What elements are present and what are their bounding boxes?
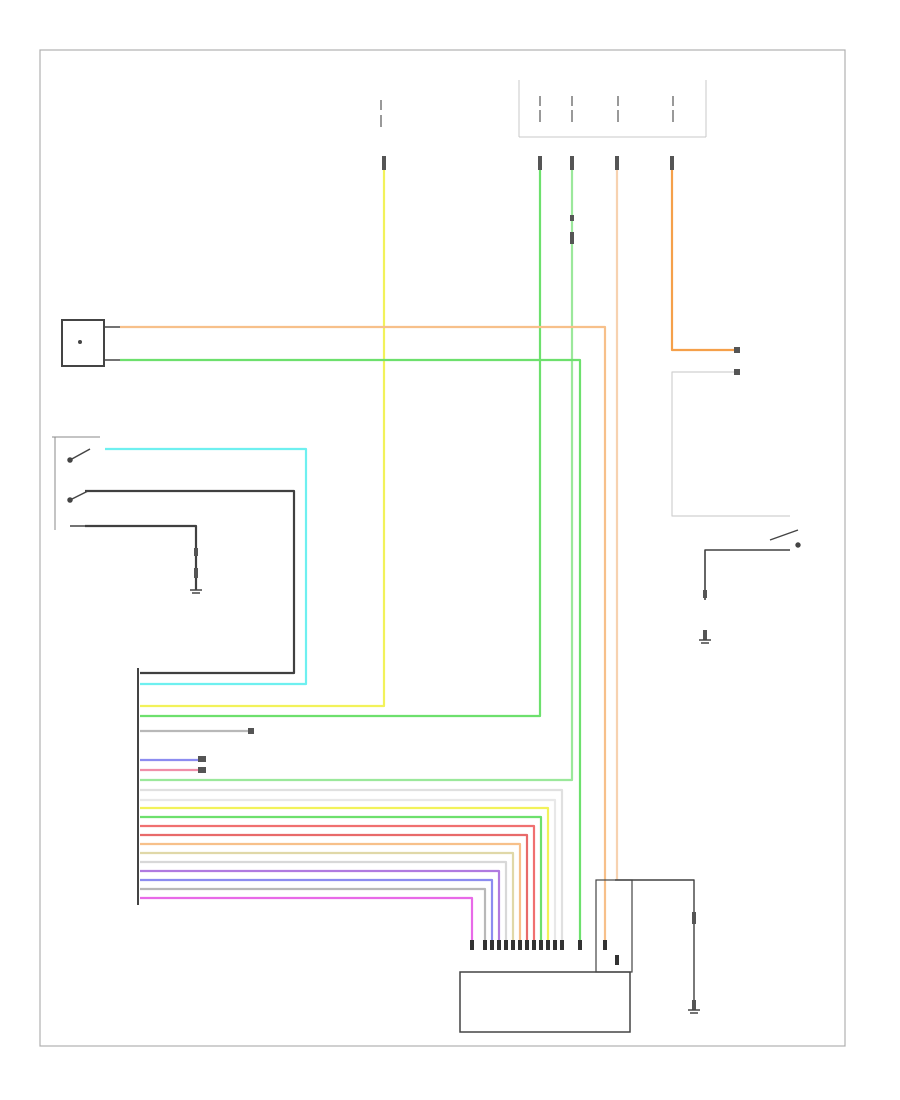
wire-bundle-7 <box>140 842 522 940</box>
wire-black-ground <box>85 524 198 590</box>
wire-green-fuse <box>140 158 542 718</box>
wire-bundle-6 <box>140 833 529 940</box>
wire-bundle-11 <box>140 878 494 940</box>
wire-black <box>85 489 296 675</box>
wire-yellow-ignition <box>140 158 386 708</box>
wire-green-socket <box>120 358 582 940</box>
wire-level-switch <box>704 549 790 600</box>
combination-switch <box>459 879 633 1033</box>
wire-gen-ret <box>671 371 790 517</box>
wire-lightgreen <box>140 160 574 782</box>
wire-bundle-1 <box>140 788 564 940</box>
ground-symbols <box>190 589 711 1014</box>
fuse-box <box>518 80 707 138</box>
wire-bundle-5 <box>140 824 536 940</box>
wire-bundle-4 <box>140 815 543 940</box>
wire-bundle-13 <box>140 896 474 940</box>
wire-bundle-12 <box>140 887 487 940</box>
wire-comb-right <box>615 879 695 1000</box>
wire-cyan <box>105 447 308 686</box>
power-socket <box>61 319 120 367</box>
diagram-frame <box>39 49 846 1047</box>
level-switch <box>769 529 801 548</box>
ignition-fuse <box>380 100 382 127</box>
wire-bundle-10 <box>140 869 501 940</box>
wire-orange-socket <box>120 325 607 940</box>
wire-bundle-3 <box>140 806 550 940</box>
generator-meter <box>734 347 740 375</box>
wire-bundle-8 <box>140 851 515 940</box>
wire-bundle-9 <box>140 860 508 940</box>
sensor-switch <box>52 436 100 530</box>
wire-orange-gen <box>670 158 740 352</box>
connector-markers <box>194 156 707 1010</box>
module-connector <box>137 668 254 905</box>
wire-bundle-2 <box>140 798 557 940</box>
